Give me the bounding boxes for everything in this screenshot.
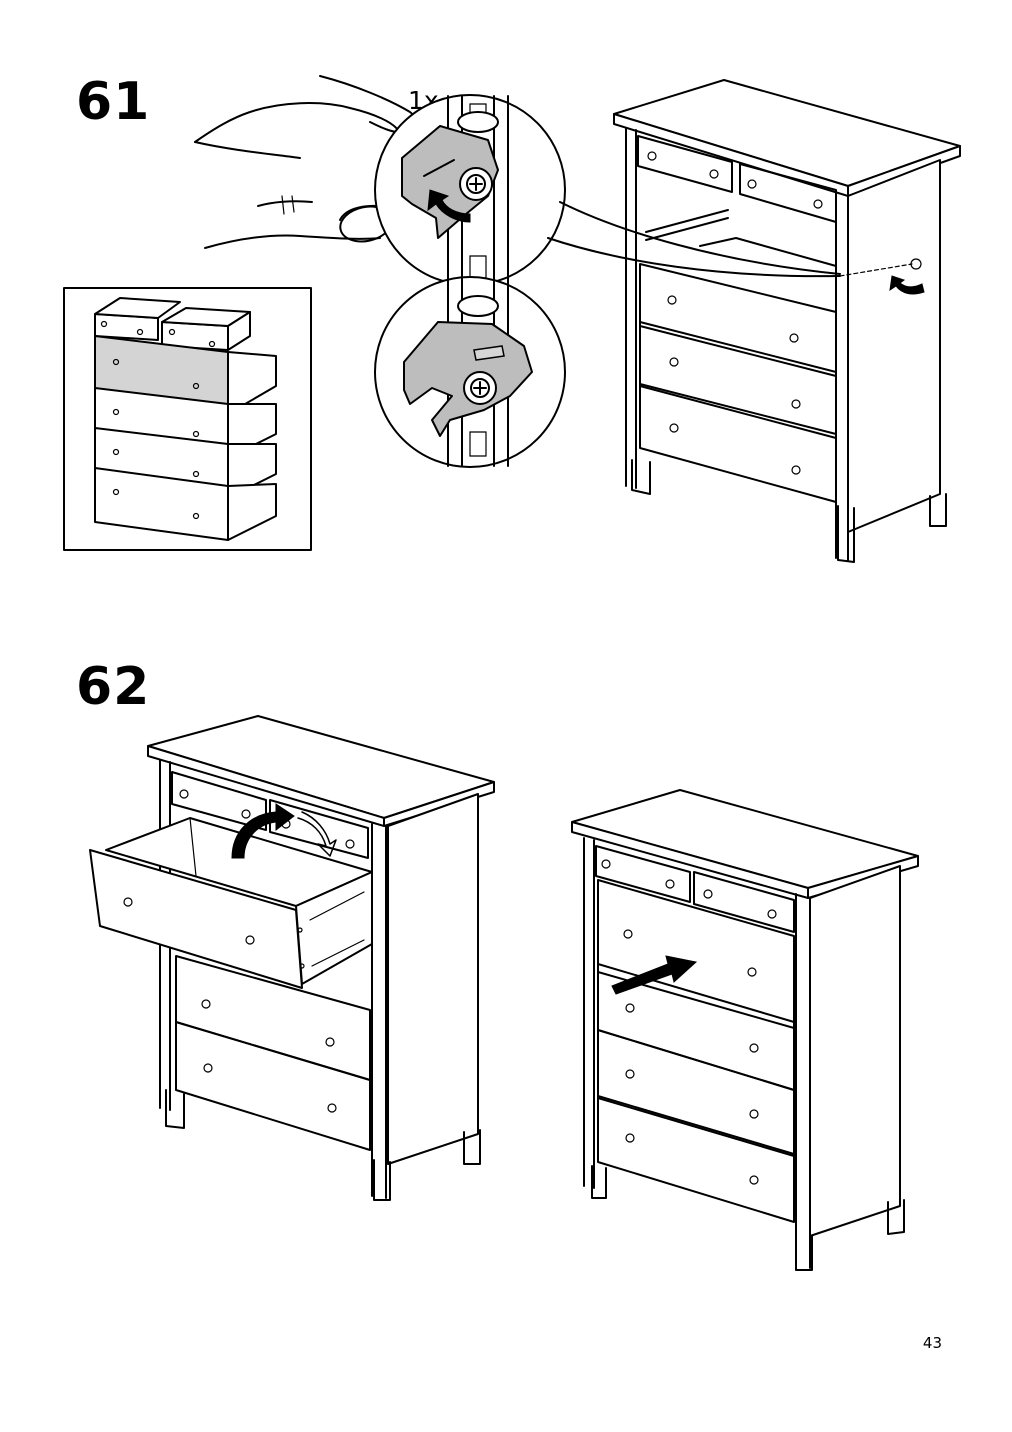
drawer-overview-inset [63,287,312,551]
step-number: 62 [76,657,151,717]
rotate-arrow-icon [231,803,295,859]
clip-detail-icon [374,276,566,468]
page-number: 43 [922,1334,942,1352]
push-arrow-icon [611,955,698,995]
rotate-arrow-icon [889,275,925,295]
dresser-illustration [89,715,495,1201]
dresser-illustration [613,79,961,563]
dresser-illustration [571,789,919,1271]
clip-detail-icon [374,94,566,286]
step-number: 61 [76,72,151,132]
